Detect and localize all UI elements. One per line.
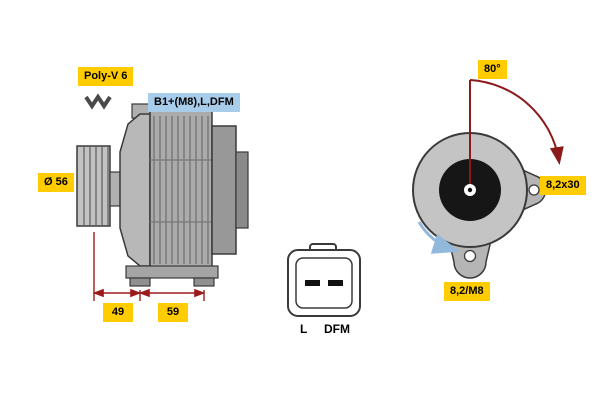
mount-hole-label: 8,2/M8 bbox=[444, 282, 490, 301]
dimension-59-label: 59 bbox=[158, 303, 188, 322]
poly-v-belt-label: Poly-V 6 bbox=[78, 67, 134, 86]
connector-pin-dfm-label: DFM bbox=[324, 322, 350, 336]
alternator-body-side bbox=[119, 103, 249, 287]
pin-dfm bbox=[328, 280, 343, 286]
connector-pin-l-label: L bbox=[300, 322, 308, 336]
angle-annotation bbox=[469, 79, 564, 184]
pin-l bbox=[305, 280, 320, 286]
pulley-diameter-label: Ø 56 bbox=[38, 173, 74, 192]
terminal-designation-label: B1+(M8),L,DFM bbox=[148, 93, 240, 112]
dimension-lines bbox=[92, 232, 206, 301]
vent-fins bbox=[150, 116, 212, 264]
rotation-direction-arrow bbox=[417, 221, 460, 254]
connector-plug bbox=[287, 243, 361, 317]
angle-80-label: 80° bbox=[478, 60, 507, 79]
bolt-hole-label: 8,2x30 bbox=[540, 176, 586, 195]
dimension-49-label: 49 bbox=[103, 303, 133, 322]
alternator-front-view bbox=[412, 132, 547, 279]
pulley bbox=[76, 145, 121, 227]
belt-profile-icon bbox=[84, 93, 112, 110]
